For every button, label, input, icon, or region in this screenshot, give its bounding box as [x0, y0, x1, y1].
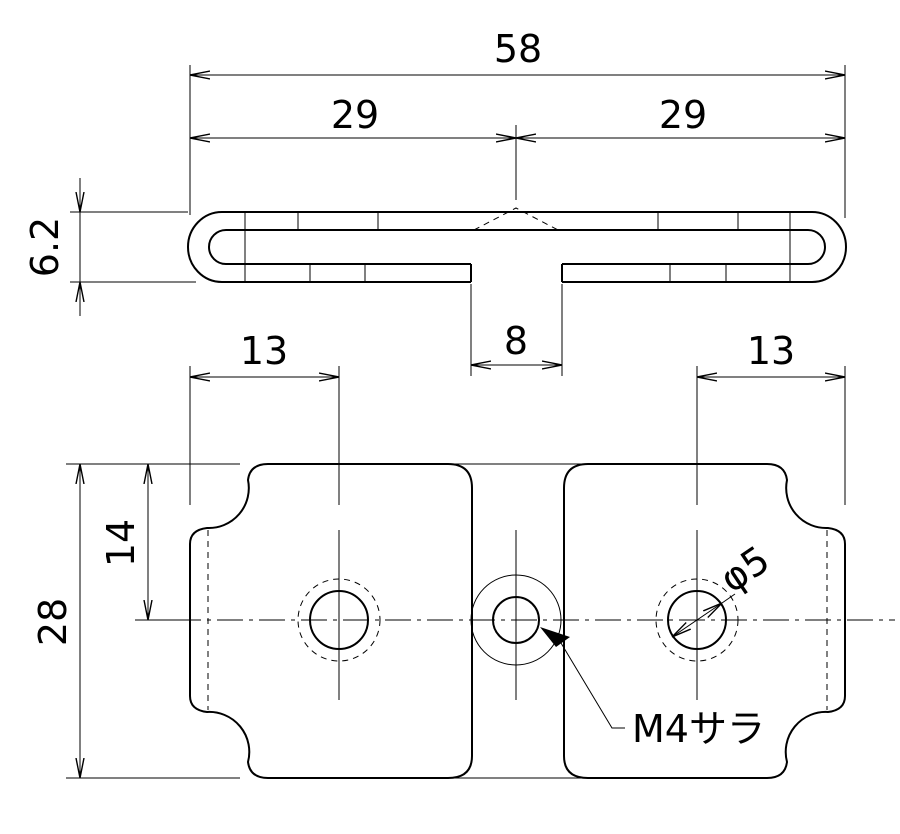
dim-left-hole-offset: 13 — [240, 329, 288, 373]
right-plate-outline — [563, 463, 846, 779]
dim-overall-height: 28 — [31, 598, 75, 646]
bottom-view: 13 13 28 14 — [31, 329, 895, 779]
dim-overall-width: 58 — [494, 27, 542, 71]
dim-right-hole-offset: 13 — [747, 329, 795, 373]
screw-callout-leader — [560, 642, 625, 729]
dim-half-right: 29 — [659, 93, 707, 137]
profile-outer — [187, 211, 847, 283]
dim-half-height: 14 — [99, 519, 143, 567]
screw-callout-label: M4サラ — [632, 707, 765, 751]
dim-line-hole-diameter — [672, 603, 722, 637]
profile-inner — [208, 229, 826, 265]
dim-thickness: 6.2 — [23, 217, 67, 277]
top-view: 58 29 29 6.2 — [23, 27, 847, 376]
screw-callout-arrowhead — [540, 627, 570, 647]
dim-stem-width: 8 — [504, 319, 528, 363]
dim-hole-diameter: φ5 — [712, 537, 777, 601]
left-plate-outline — [189, 463, 473, 779]
dim-half-left: 29 — [331, 93, 379, 137]
